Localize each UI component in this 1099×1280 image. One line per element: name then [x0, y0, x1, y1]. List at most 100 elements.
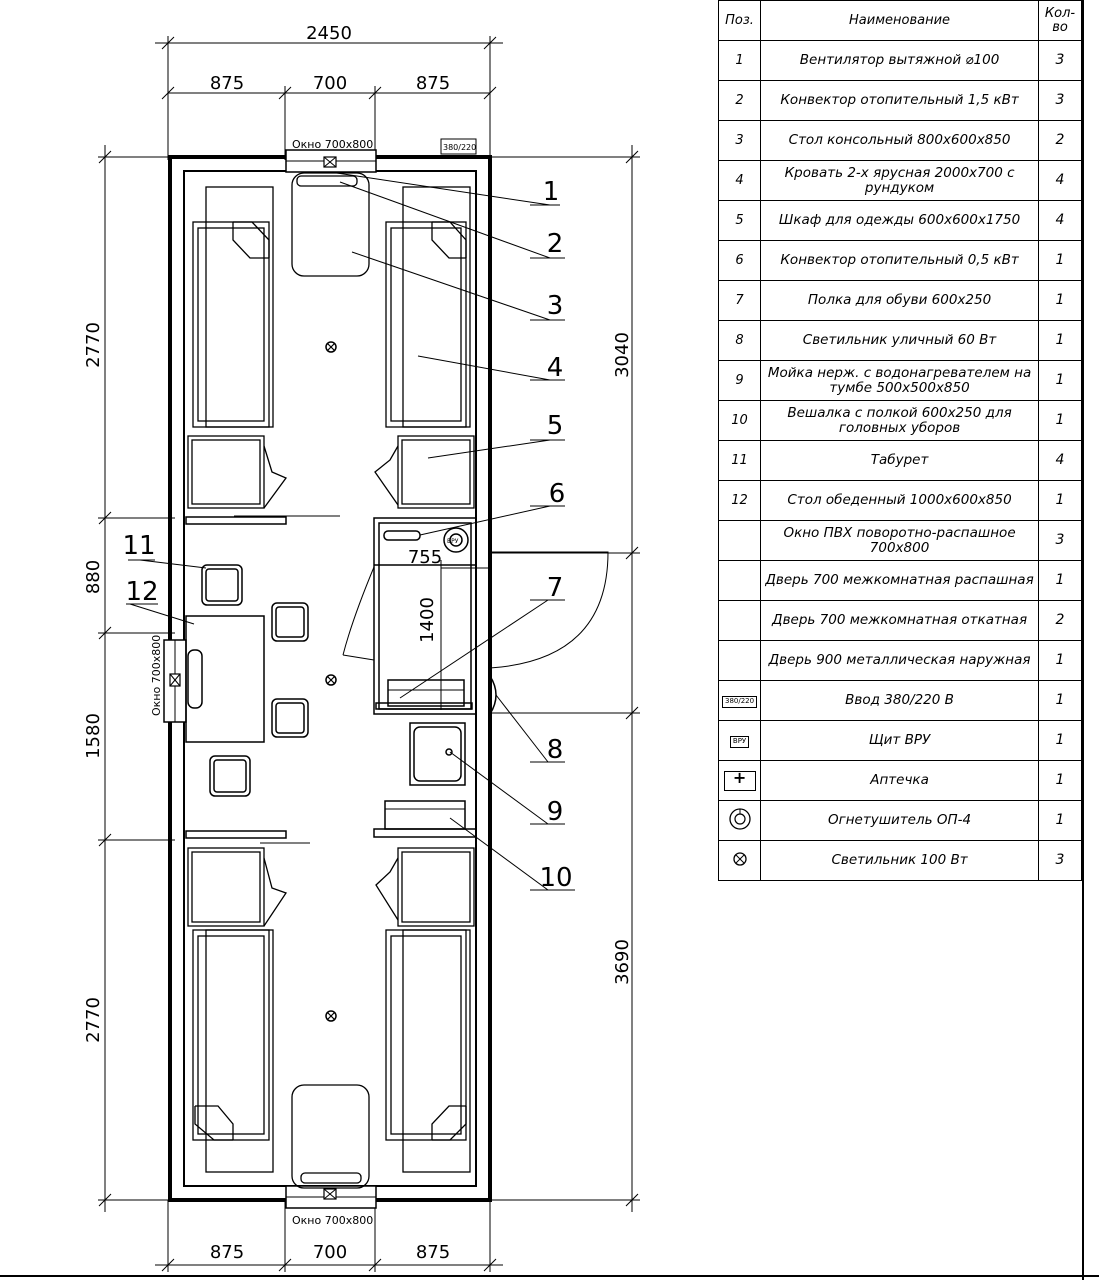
row-qty: 3	[1038, 840, 1082, 881]
row-name: Дверь 700 межкомнатная распашная	[760, 560, 1039, 601]
panel-label: 380/220	[443, 143, 476, 152]
floor-plan: 2450 875 700 875 875 700 875 2770 880 15…	[83, 23, 640, 1272]
row-pos	[717, 640, 762, 681]
callout-4: 4	[547, 353, 564, 383]
row-qty: 3	[1038, 40, 1082, 81]
dim-wet-height: 1400	[417, 597, 438, 643]
row-qty: 1	[1038, 680, 1082, 721]
row-pos	[717, 560, 762, 601]
power-input-icon: 380/220	[722, 696, 758, 708]
callout-7: 7	[547, 573, 564, 603]
callout-11: 11	[122, 531, 155, 561]
dim-left-bottom: 2770	[83, 997, 104, 1043]
row-name: Конвектор отопительный 1,5 кВт	[760, 80, 1039, 121]
row-pos: 6	[717, 240, 762, 281]
row-pos: 10	[717, 400, 762, 441]
row-qty: 3	[1038, 80, 1082, 121]
row-pos	[717, 840, 762, 881]
row-qty: 4	[1038, 200, 1082, 241]
row-name: Щит ВРУ	[760, 720, 1039, 761]
row-pos	[717, 520, 762, 561]
row-pos: 12	[717, 480, 762, 521]
row-qty: 1	[1038, 360, 1082, 401]
row-qty: 3	[1038, 520, 1082, 561]
row-pos: 1	[717, 40, 762, 81]
row-name: Стол обеденный 1000x600x850	[760, 480, 1039, 521]
row-pos: +	[717, 760, 762, 801]
lamp-icon	[732, 852, 747, 866]
dim-right-bottom: 3690	[612, 939, 633, 985]
callout-3: 3	[547, 291, 564, 321]
row-name: Ввод 380/220 В	[760, 680, 1039, 721]
row-name: Светильник уличный 60 Вт	[760, 320, 1039, 361]
row-qty: 1	[1038, 240, 1082, 281]
row-pos	[717, 600, 762, 641]
frame-border-right	[1082, 0, 1084, 1280]
window-label-bottom: Окно 700x800	[292, 1214, 373, 1227]
row-qty: 1	[1038, 280, 1082, 321]
row-name: Аптечка	[760, 760, 1039, 801]
row-name: Окно ПВХ поворотно-распашное 700x800	[760, 520, 1039, 561]
dim-top-left: 875	[210, 73, 244, 94]
window-label-top: Окно 700x800	[292, 138, 373, 151]
row-pos: 2	[717, 80, 762, 121]
row-pos: 5	[717, 200, 762, 241]
callout-1: 1	[543, 177, 560, 207]
row-qty: 4	[1038, 160, 1082, 201]
dim-top-right: 875	[416, 73, 450, 94]
row-pos: 380/220	[717, 680, 762, 721]
row-name: Кровать 2-х ярусная 2000x700 с рундуком	[760, 160, 1039, 201]
row-qty: 1	[1038, 720, 1082, 761]
row-qty: 1	[1038, 320, 1082, 361]
row-qty: 1	[1038, 760, 1082, 801]
row-name: Огнетушитель ОП-4	[760, 800, 1039, 841]
row-qty: 4	[1038, 440, 1082, 481]
row-qty: 1	[1038, 560, 1082, 601]
dim-bottom-center: 700	[313, 1242, 347, 1263]
row-pos: 3	[717, 120, 762, 161]
frame-border-bottom	[0, 1275, 1099, 1277]
fire-extinguisher-icon	[728, 808, 751, 830]
row-qty: 1	[1038, 400, 1082, 441]
callout-9: 9	[547, 797, 564, 827]
panel-vru-icon: ВРУ	[729, 736, 750, 748]
header-qty: Кол-во	[1038, 0, 1082, 41]
row-name: Дверь 700 межкомнатная откатная	[760, 600, 1039, 641]
row-pos: 8	[717, 320, 762, 361]
row-name: Светильник 100 Вт	[760, 840, 1039, 881]
row-qty: 1	[1038, 480, 1082, 521]
row-name: Вешалка с полкой 600x250 для головных уб…	[760, 400, 1039, 441]
dim-left-lower: 1580	[83, 713, 104, 759]
callout-12: 12	[125, 577, 158, 607]
row-pos: 9	[717, 360, 762, 401]
callout-6: 6	[549, 479, 566, 509]
row-name: Стол консольный 800x600x850	[760, 120, 1039, 161]
row-name: Конвектор отопительный 0,5 кВт	[760, 240, 1039, 281]
callout-10: 10	[539, 863, 572, 893]
row-name: Мойка нерж. с водонагревателем на тумбе …	[760, 360, 1039, 401]
dim-bottom-left: 875	[210, 1242, 244, 1263]
row-pos: ВРУ	[717, 720, 762, 761]
row-pos	[717, 800, 762, 841]
row-pos: 7	[717, 280, 762, 321]
header-pos: Поз.	[717, 0, 762, 41]
dim-total-top: 2450	[306, 23, 352, 44]
